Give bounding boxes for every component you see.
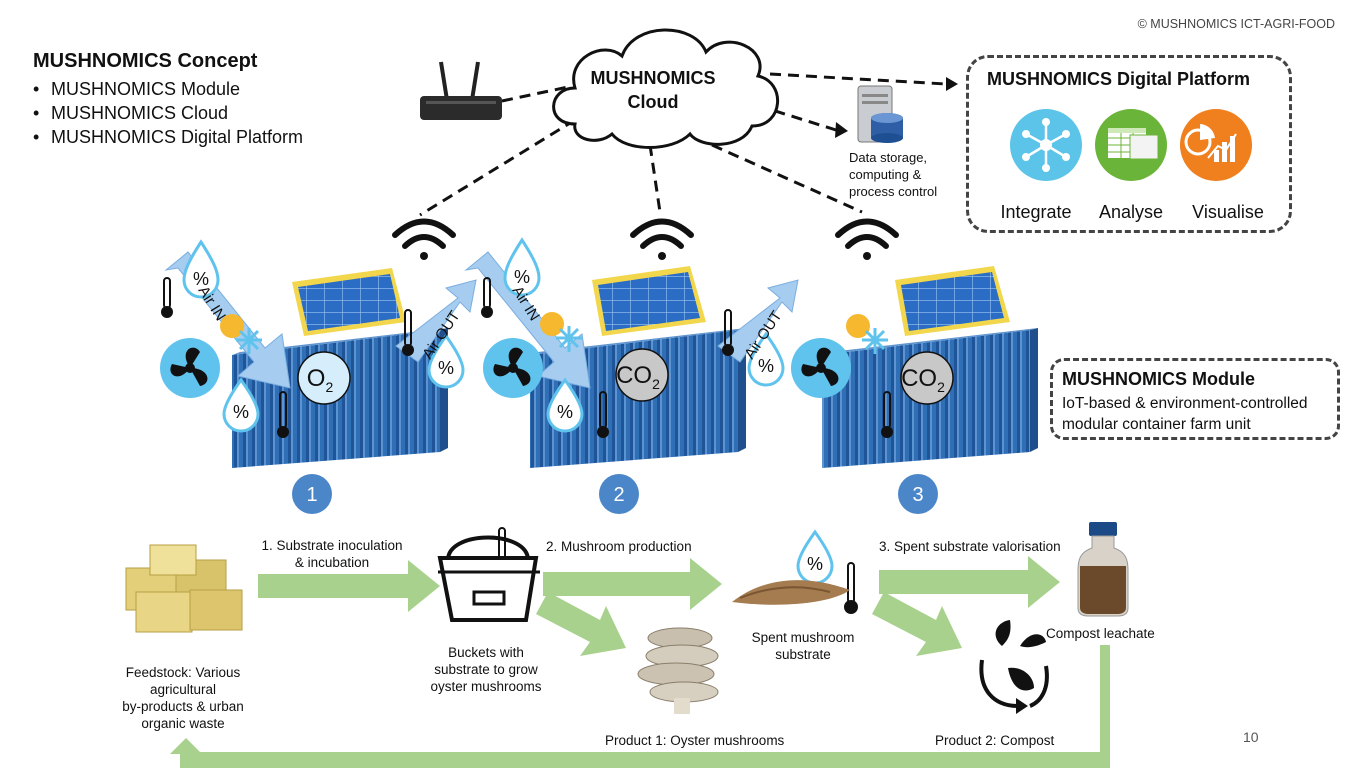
gas-circles bbox=[297, 348, 954, 405]
humidity-label: % bbox=[193, 269, 209, 289]
buckets-label: Buckets with substrate to grow oyster mu… bbox=[430, 645, 542, 694]
leachate-label: Compost leachate bbox=[1046, 626, 1155, 641]
gas-label: O2 bbox=[307, 365, 334, 395]
step1-label: 1. Substrate inoculation & incubation bbox=[261, 538, 403, 570]
cloud-label: MUSHNOMICS Cloud bbox=[590, 68, 716, 112]
compost-icon bbox=[979, 620, 1049, 714]
analyse-label: Analyse bbox=[1098, 202, 1164, 222]
humidity-label: % bbox=[438, 358, 454, 378]
humidity-label: % bbox=[807, 554, 823, 574]
digital-platform-box bbox=[966, 55, 1292, 233]
solar-panel-icon bbox=[592, 266, 706, 336]
step-number: 2 bbox=[613, 484, 624, 506]
fan-icon bbox=[160, 338, 851, 398]
humidity-drop-icon bbox=[182, 237, 834, 585]
solar-panel-icon bbox=[292, 268, 406, 336]
network-links bbox=[419, 72, 947, 217]
storage-label: Data storage, computing & process contro… bbox=[849, 150, 938, 199]
chart-icon bbox=[1180, 109, 1252, 181]
bucket-icon bbox=[437, 535, 540, 622]
spent-substrate-label: Spent mushroom substrate bbox=[751, 630, 855, 662]
list-item: MUSHNOMICS Cloud bbox=[33, 101, 303, 125]
copyright-text: © MUSHNOMICS ICT-AGRI-FOOD bbox=[1137, 17, 1335, 31]
step-circles bbox=[292, 474, 938, 514]
concept-title: MUSHNOMICS Concept bbox=[33, 50, 258, 72]
list-item: MUSHNOMICS Digital Platform bbox=[33, 125, 303, 149]
cloud-icon bbox=[552, 28, 780, 149]
air-out-arrow bbox=[395, 279, 799, 363]
humidity-label: % bbox=[557, 402, 573, 422]
server-icon bbox=[857, 85, 903, 143]
page-number: 10 bbox=[1243, 729, 1259, 745]
module-description: IoT-based & environment-controlled modul… bbox=[1062, 395, 1308, 433]
network-icon bbox=[1010, 109, 1082, 181]
oyster-mushroom-icon bbox=[637, 627, 719, 714]
router-icon bbox=[420, 61, 502, 120]
step2-label: 2. Mushroom production bbox=[546, 539, 692, 554]
product2-label: Product 2: Compost bbox=[935, 733, 1055, 748]
list-item: MUSHNOMICS Module bbox=[33, 77, 303, 101]
module-title: MUSHNOMICS Module bbox=[1062, 369, 1255, 389]
concept-list: MUSHNOMICS Module MUSHNOMICS Cloud MUSHN… bbox=[33, 77, 303, 149]
step3-label: 3. Spent substrate valorisation bbox=[879, 539, 1061, 554]
product1-label: Product 1: Oyster mushrooms bbox=[605, 733, 785, 748]
visualise-label: Visualise bbox=[1192, 202, 1264, 222]
wifi-icon bbox=[392, 218, 899, 260]
integrate-label: Integrate bbox=[1000, 202, 1072, 222]
leachate-bottle-icon bbox=[1077, 522, 1129, 617]
solar-panel-icon bbox=[895, 266, 1010, 336]
gas-label: CO2 bbox=[901, 365, 945, 395]
sun-snow-icon bbox=[220, 312, 888, 354]
spreadsheet-icon bbox=[1095, 109, 1167, 181]
digital-platform-title: MUSHNOMICS Digital Platform bbox=[987, 69, 1251, 89]
step-number: 1 bbox=[306, 484, 317, 506]
gas-label: CO2 bbox=[616, 362, 660, 392]
humidity-label: % bbox=[514, 267, 530, 287]
flow-arrows bbox=[170, 556, 1110, 768]
substrate-pile-icon bbox=[732, 580, 850, 605]
feedstock-label: Feedstock: Various agricultural by-produ… bbox=[122, 665, 244, 731]
hay-bales-icon bbox=[125, 544, 243, 633]
humidity-label: % bbox=[233, 402, 249, 422]
thermometer-icon bbox=[161, 277, 893, 614]
humidity-label: % bbox=[758, 356, 774, 376]
module-box bbox=[1050, 358, 1340, 440]
step-number: 3 bbox=[912, 484, 923, 506]
